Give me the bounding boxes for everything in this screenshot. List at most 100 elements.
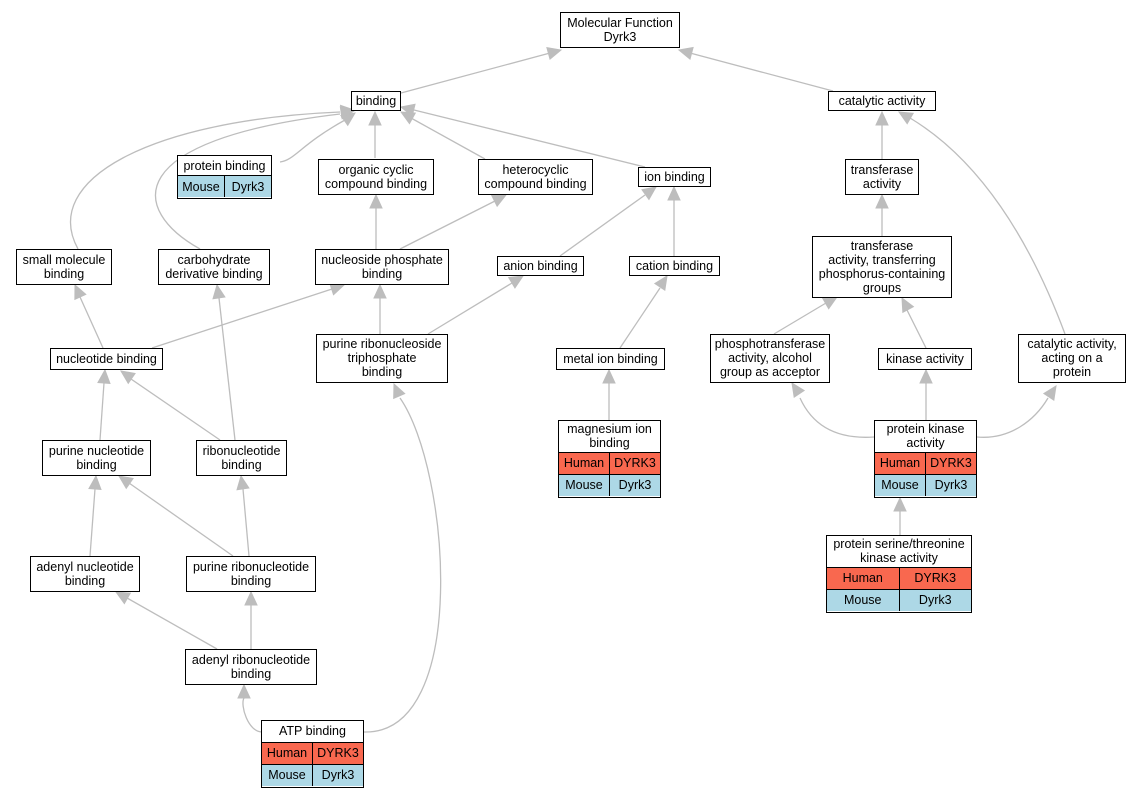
- go-term-metal-ion[interactable]: metal ion binding: [556, 348, 665, 370]
- species-cell: Human: [879, 456, 921, 471]
- edge-arrowhead: [546, 46, 563, 61]
- go-term-catalytic[interactable]: catalytic activity: [828, 91, 936, 111]
- go-term-label: heterocyclic compound binding: [484, 162, 587, 191]
- go-term-ser-thr-kinase[interactable]: protein serine/threonine kinase activity…: [826, 535, 972, 613]
- edge-arrowhead: [1042, 385, 1057, 401]
- go-term-label: purine ribonucleotide binding: [192, 559, 310, 588]
- go-term-ribonucleotide[interactable]: ribonucleotide binding: [196, 440, 287, 476]
- edge-arrowhead: [897, 111, 915, 125]
- edge-line: [799, 397, 875, 438]
- go-term-cation[interactable]: cation binding: [629, 256, 720, 276]
- go-term-adenyl-nucleotide[interactable]: adenyl nucleotide binding: [30, 556, 140, 592]
- gene-cell: Dyrk3: [224, 176, 271, 198]
- go-term-label: organic cyclic compound binding: [324, 162, 428, 191]
- go-term-carbohydrate[interactable]: carbohydrate derivative binding: [158, 249, 270, 285]
- go-term-binding[interactable]: binding: [351, 91, 401, 111]
- edge-arrowhead: [677, 46, 694, 61]
- edge-line: [155, 113, 341, 250]
- go-term-label: purine nucleotide binding: [48, 443, 145, 472]
- edge-arrowhead: [236, 474, 250, 491]
- edge-arrowhead: [114, 591, 132, 605]
- go-term-mf[interactable]: Molecular Function Dyrk3: [560, 12, 680, 48]
- go-term-label: ion binding: [644, 169, 705, 184]
- gene-cell: DYRK3: [312, 742, 363, 764]
- go-term-transferase-p[interactable]: transferase activity, transferring phosp…: [812, 236, 952, 298]
- edge-arrowhead: [97, 368, 111, 385]
- edge-line: [410, 117, 486, 160]
- edge-line: [128, 482, 234, 557]
- go-term-label: kinase activity: [886, 351, 964, 366]
- go-term-phosphotransferase[interactable]: phosphotransferase activity, alcohol gro…: [710, 334, 830, 383]
- go-term-label: protein serine/threonine kinase activity: [833, 537, 965, 566]
- edge-arrowhead: [399, 103, 416, 117]
- gene-cell: DYRK3: [898, 567, 972, 589]
- edge-arrowhead: [369, 193, 383, 209]
- edge-line: [279, 119, 346, 163]
- edge-arrowhead: [88, 474, 102, 491]
- go-term-label: adenyl nucleotide binding: [36, 559, 134, 588]
- edge-arrowhead: [244, 590, 258, 606]
- go-term-label: transferase activity: [850, 162, 914, 191]
- go-term-catalytic-protein[interactable]: catalytic activity, acting on a protein: [1018, 334, 1126, 383]
- go-term-label: small molecule binding: [22, 252, 106, 281]
- go-term-purine-nucleotide[interactable]: purine nucleotide binding: [42, 440, 151, 476]
- edge-arrowhead: [237, 683, 251, 699]
- go-term-kinase[interactable]: kinase activity: [878, 348, 972, 370]
- edge-arrowhead: [212, 283, 226, 300]
- edge-arrowhead: [368, 110, 382, 126]
- go-term-label: metal ion binding: [563, 351, 658, 366]
- species-cell: Mouse: [268, 768, 306, 783]
- species-row-human: Human DYRK3: [262, 741, 363, 764]
- edge-arrowhead: [393, 382, 406, 400]
- edge-line: [976, 397, 1049, 438]
- go-term-label: transferase activity, transferring phosp…: [818, 238, 946, 295]
- go-term-purine-ribonucleoside-tp[interactable]: purine ribonucleoside triphosphate bindi…: [316, 334, 448, 383]
- edge-line: [242, 488, 250, 557]
- edge-arrowhead: [791, 382, 806, 398]
- go-term-label: ribonucleotide binding: [202, 443, 281, 472]
- go-term-nucleotide[interactable]: nucleotide binding: [50, 348, 163, 370]
- edge-arrowhead: [118, 475, 134, 490]
- go-term-transferase[interactable]: transferase activity: [845, 159, 919, 195]
- edge-line: [619, 287, 661, 349]
- go-term-heterocyclic[interactable]: heterocyclic compound binding: [478, 159, 593, 195]
- edge-arrowhead: [507, 275, 525, 289]
- edge-arrowhead: [875, 110, 889, 126]
- go-term-organic-cyclic[interactable]: organic cyclic compound binding: [318, 159, 434, 195]
- go-term-ion-binding[interactable]: ion binding: [638, 167, 711, 187]
- edge-line: [99, 382, 105, 441]
- go-term-small-molecule[interactable]: small molecule binding: [16, 249, 112, 285]
- edge-arrowhead: [667, 185, 681, 201]
- edge-line: [70, 111, 341, 250]
- go-term-label: protein kinase activity: [886, 422, 965, 451]
- go-term-adenyl-ribonucleotide[interactable]: adenyl ribonucleotide binding: [185, 649, 317, 685]
- go-term-label: nucleotide binding: [56, 351, 157, 366]
- species-cell: Mouse: [843, 593, 882, 608]
- go-term-label: carbohydrate derivative binding: [165, 252, 263, 281]
- edge-line: [363, 397, 442, 733]
- edge-line: [89, 488, 96, 557]
- edge-line: [130, 378, 221, 441]
- go-term-anion[interactable]: anion binding: [497, 256, 584, 276]
- edge-line: [689, 52, 834, 92]
- go-term-purine-ribonucleotide[interactable]: purine ribonucleotide binding: [186, 556, 316, 592]
- edge-line: [427, 282, 513, 335]
- go-term-label: ATP binding: [279, 724, 346, 739]
- edge-arrowhead: [339, 106, 356, 120]
- edge-arrowhead: [373, 283, 387, 299]
- species-cell: Mouse: [182, 179, 220, 194]
- edge-line: [909, 117, 1066, 335]
- edge-line: [413, 109, 646, 168]
- species-cell: Human: [266, 746, 308, 761]
- go-term-nucleoside-phosphate[interactable]: nucleoside phosphate binding: [315, 249, 449, 285]
- edge-arrowhead: [120, 370, 136, 385]
